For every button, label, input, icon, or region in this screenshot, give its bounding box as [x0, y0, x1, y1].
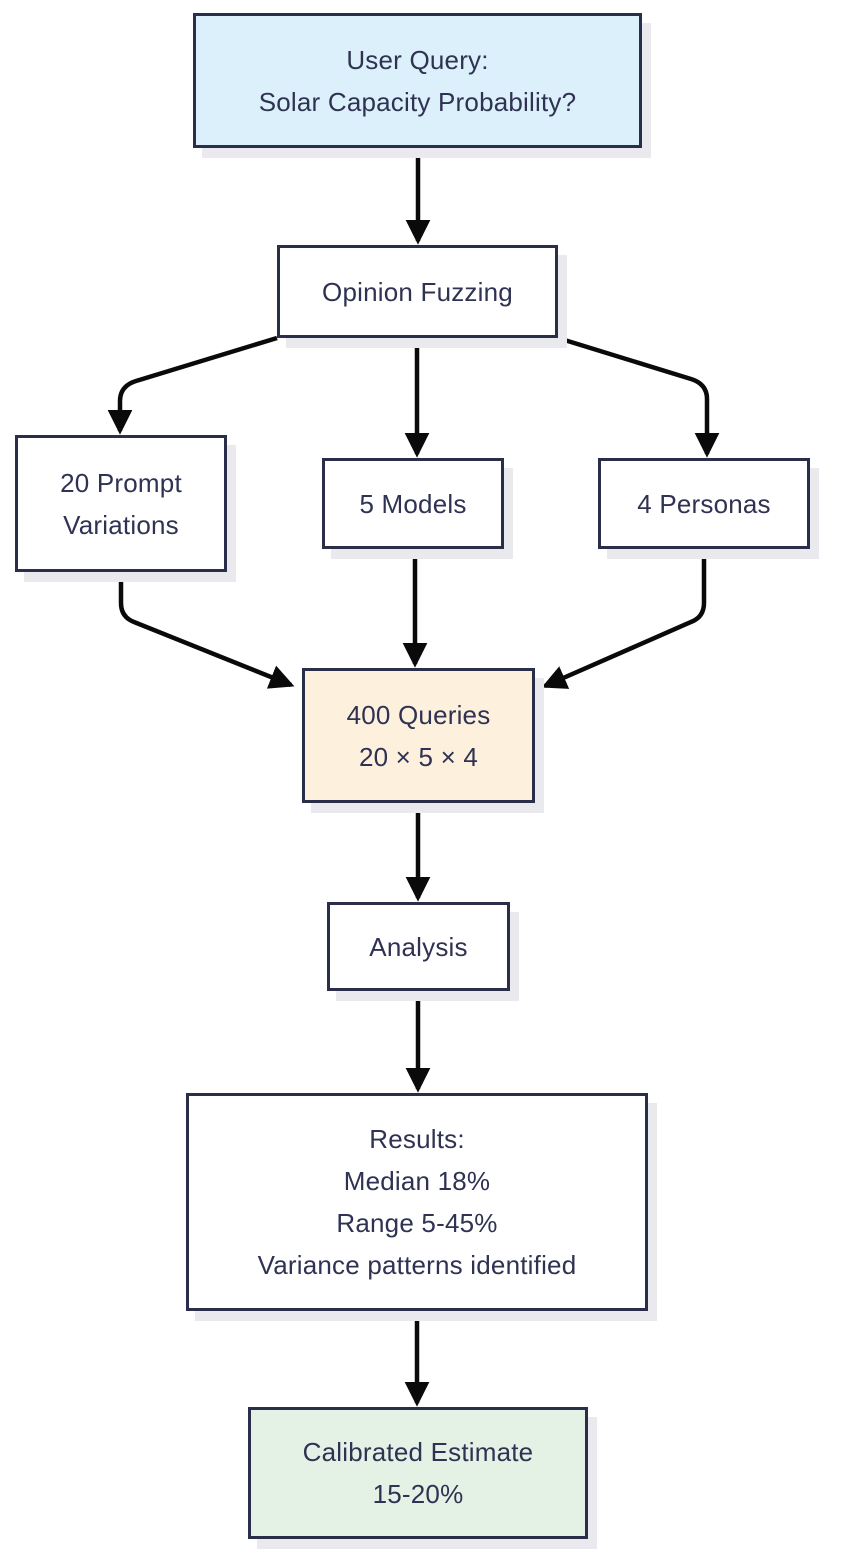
node-prompt-variations-line-1: 20 Prompt [60, 467, 182, 498]
node-results-line-3: Range 5-45% [336, 1208, 498, 1238]
node-results: Results: Median 18% Range 5-45% Variance… [186, 1093, 648, 1311]
node-analysis-label: Analysis [369, 931, 468, 962]
arrow-prompt-variations-to-queries [118, 572, 295, 689]
node-prompt-variations-line-2: Variations [63, 509, 179, 540]
node-user-query-line-1: User Query: [346, 44, 489, 75]
node-calibrated-estimate: Calibrated Estimate 15-20% [248, 1407, 588, 1539]
node-queries: 400 Queries 20 × 5 × 4 [302, 668, 535, 803]
node-calibrated-line-1: Calibrated Estimate [302, 1437, 534, 1467]
node-personas: 4 Personas [598, 458, 810, 549]
node-results-line-4: Variance patterns identified [257, 1250, 577, 1280]
node-opinion-fuzzing: Opinion Fuzzing [277, 245, 558, 338]
arrow-personas-to-queries [541, 549, 707, 689]
node-results-line-1: Results: [369, 1124, 465, 1154]
node-analysis: Analysis [327, 902, 510, 991]
node-user-query: User Query: Solar Capacity Probability? [193, 13, 642, 148]
node-queries-line-1: 400 Queries [346, 699, 491, 730]
node-models-label: 5 Models [359, 488, 467, 519]
node-models: 5 Models [322, 458, 504, 549]
node-opinion-fuzzing-label: Opinion Fuzzing [322, 276, 513, 307]
arrow-opinion-fuzzing-to-personas [557, 335, 720, 458]
node-prompt-variations: 20 Prompt Variations [15, 435, 227, 572]
node-personas-label: 4 Personas [637, 488, 771, 519]
node-queries-line-2: 20 × 5 × 4 [358, 741, 479, 772]
arrow-opinion-fuzzing-to-prompt-variations [107, 335, 278, 435]
node-calibrated-line-2: 15-20% [372, 1479, 464, 1509]
node-results-line-2: Median 18% [343, 1166, 491, 1196]
node-user-query-line-2: Solar Capacity Probability? [258, 86, 577, 117]
